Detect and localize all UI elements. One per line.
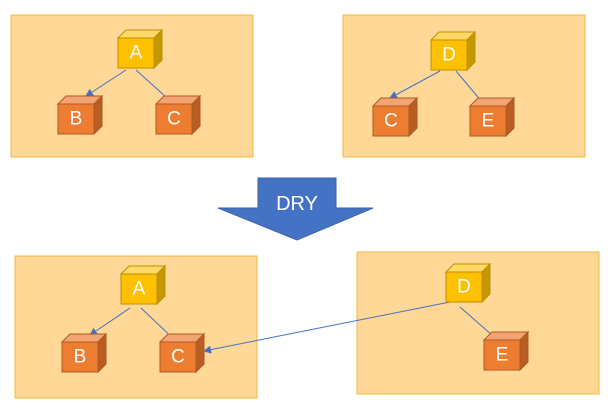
connector-tr-d-c bbox=[389, 70, 441, 99]
cube-bottom-left-left-child: B bbox=[60, 332, 108, 374]
cube-top-left-left-child: B bbox=[56, 94, 104, 136]
svg-text:D: D bbox=[442, 45, 456, 66]
cube-top-left-right-child: C bbox=[154, 94, 202, 136]
svg-text:A: A bbox=[133, 279, 146, 300]
svg-text:D: D bbox=[457, 277, 471, 298]
svg-text:E: E bbox=[482, 111, 495, 132]
svg-text:C: C bbox=[384, 111, 398, 132]
cube-top-right-left-child: C bbox=[371, 96, 419, 138]
connector-br-d-to-bl-c bbox=[203, 301, 451, 354]
svg-text:B: B bbox=[70, 109, 83, 130]
connector-bl-a-b bbox=[89, 307, 131, 336]
svg-text:C: C bbox=[167, 109, 181, 130]
cube-bottom-left-root: A bbox=[119, 264, 167, 306]
dry-arrow-label: DRY bbox=[276, 193, 318, 215]
cube-top-right-root: D bbox=[429, 30, 477, 72]
connector-tl-a-b bbox=[85, 69, 127, 97]
svg-text:B: B bbox=[74, 347, 87, 368]
cube-top-right-right-child: E bbox=[468, 96, 516, 138]
cube-bottom-right-root: D bbox=[444, 262, 492, 304]
cube-bottom-right-child: E bbox=[482, 330, 530, 372]
cube-bottom-left-right-child: C bbox=[158, 332, 206, 374]
svg-text:C: C bbox=[171, 347, 185, 368]
cube-top-left-root: A bbox=[116, 28, 164, 70]
dry-arrow: DRY bbox=[217, 177, 374, 241]
svg-text:A: A bbox=[130, 43, 143, 64]
svg-text:E: E bbox=[496, 345, 509, 366]
